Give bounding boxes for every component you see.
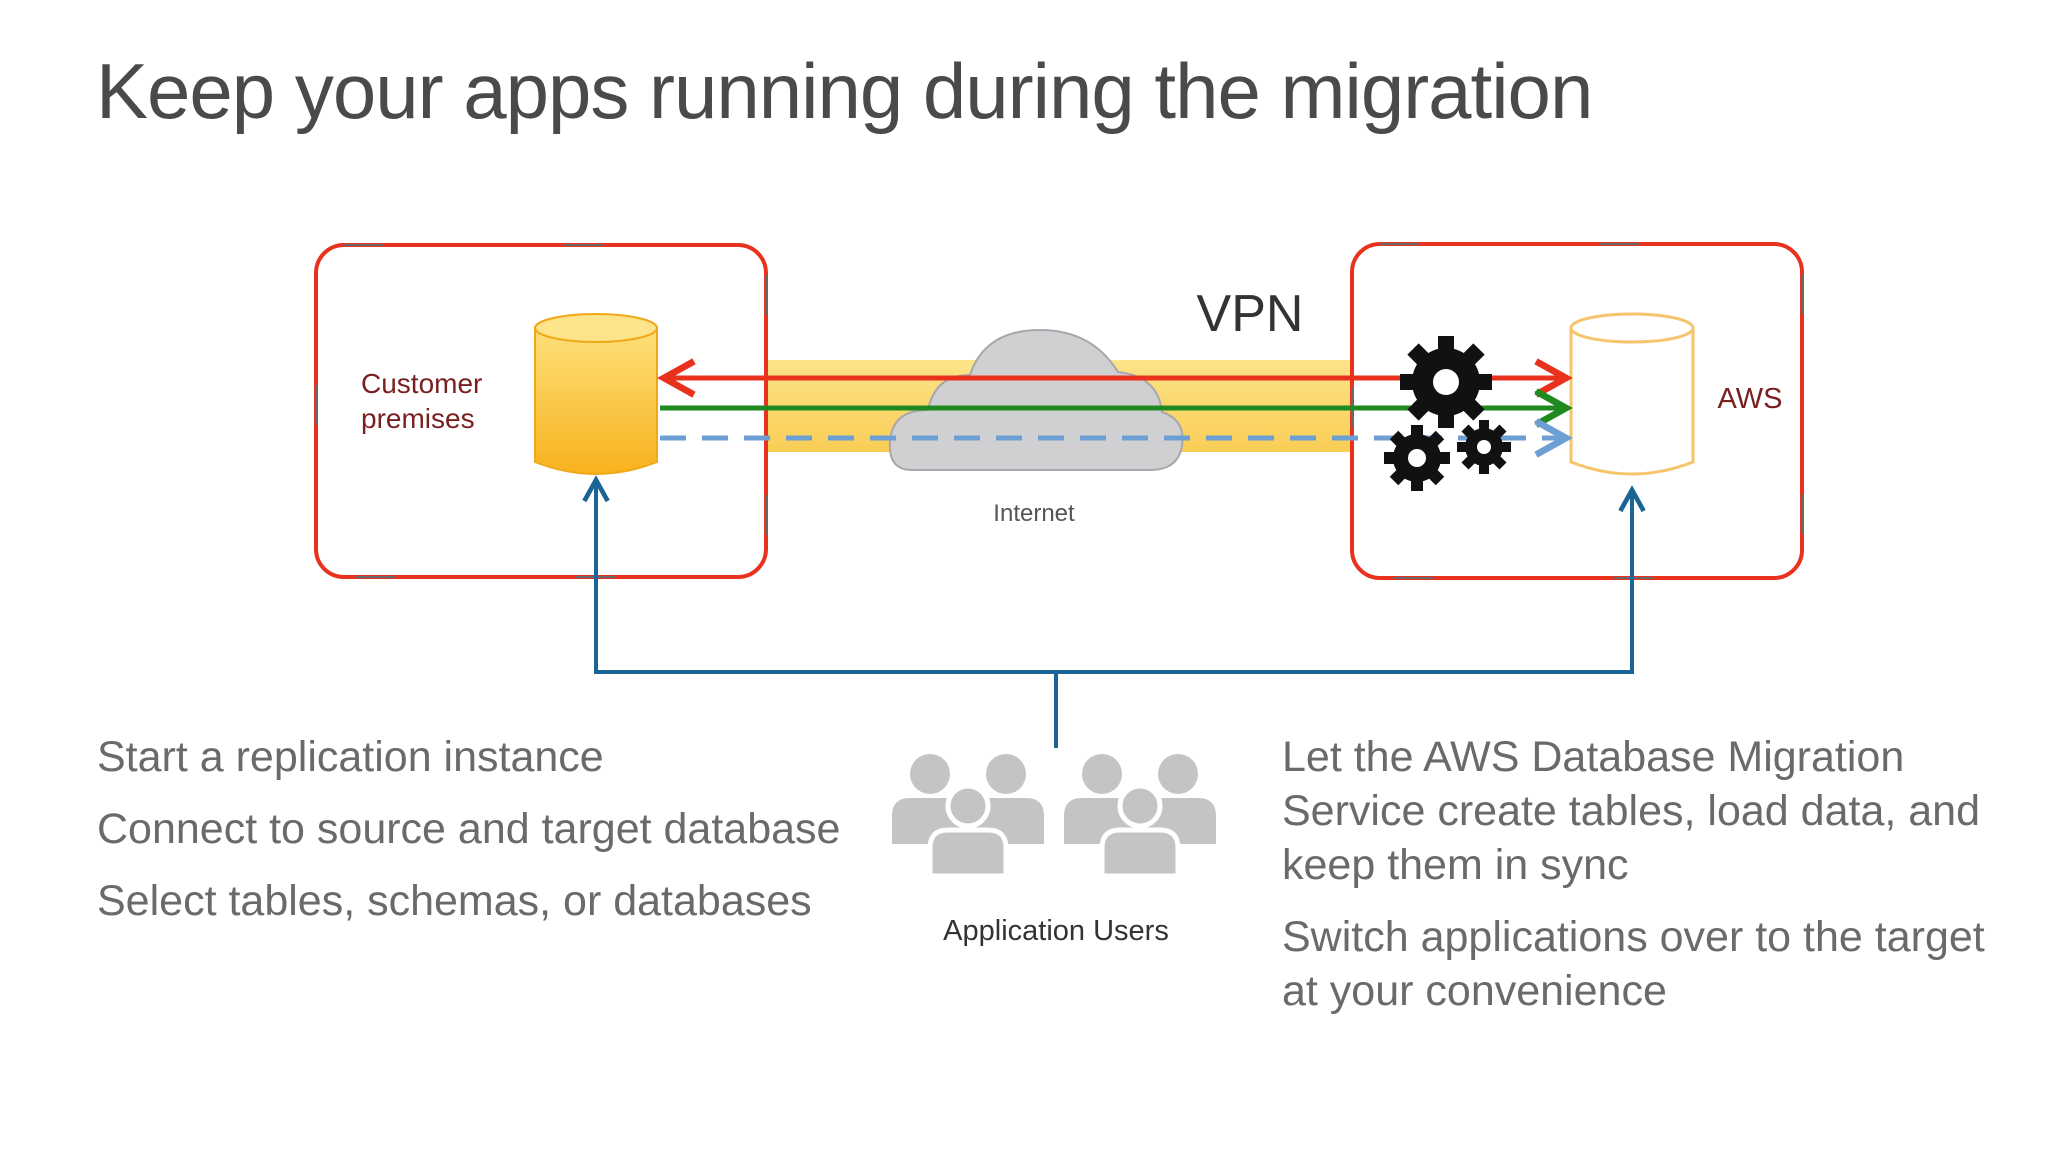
users-to-target-connector (1056, 490, 1632, 674)
target-database-icon (1569, 312, 1695, 476)
right-bullet-item: Let the AWS Database Migration Service c… (1282, 733, 1980, 889)
right-bullet-item: Switch applications over to the target a… (1282, 913, 1985, 1015)
application-users-icon (892, 754, 1216, 876)
right-bullet-list: Let the AWS Database Migration Service c… (1282, 730, 2002, 1036)
aws-label: AWS (1718, 383, 1783, 415)
gears-icon (1384, 336, 1511, 491)
users-to-source-connector (596, 480, 1058, 748)
internet-label: Internet (993, 500, 1075, 527)
left-bullet-item: Connect to source and target database (97, 805, 841, 853)
source-database-icon (534, 313, 658, 475)
left-bullet-item: Start a replication instance (97, 733, 604, 781)
left-bullet-item: Select tables, schemas, or databases (97, 877, 812, 925)
internet-cloud-icon (888, 328, 1184, 471)
vpn-label: VPN (1197, 285, 1304, 343)
customer-premises-label: Customer premises (361, 368, 490, 434)
slide-title: Keep your apps running during the migrat… (96, 47, 1593, 135)
left-bullet-list: Start a replication instance Connect to … (97, 730, 877, 946)
application-users-label: Application Users (943, 915, 1169, 947)
